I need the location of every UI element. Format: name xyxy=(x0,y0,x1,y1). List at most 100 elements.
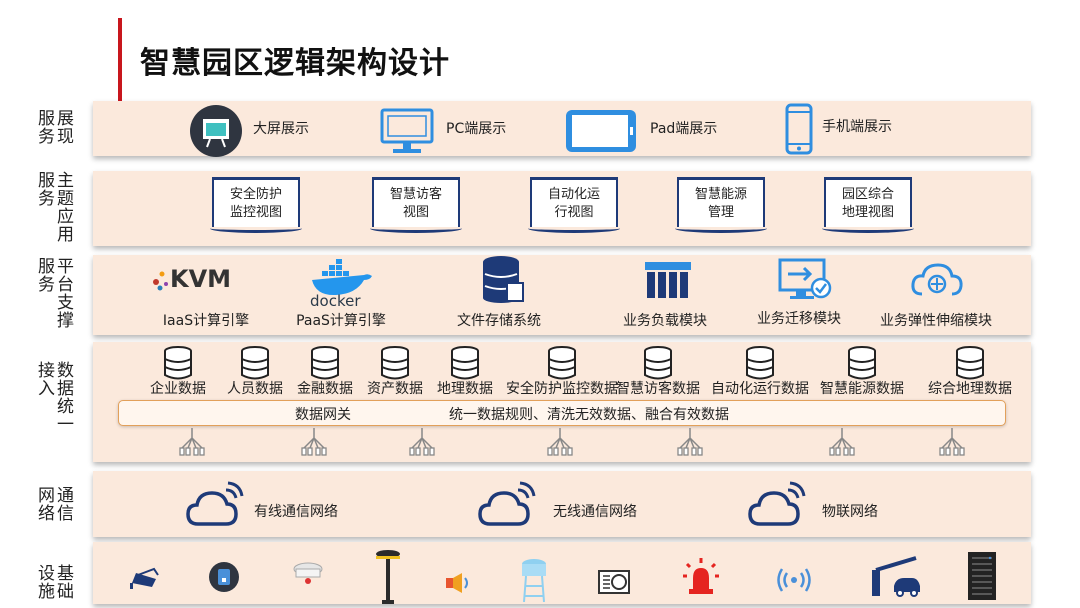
label-col: 服务 xyxy=(38,258,55,330)
label-char: 服 xyxy=(38,109,55,129)
platform-label: 业务弹性伸缩模块 xyxy=(880,313,992,329)
label-char: 用 xyxy=(57,225,74,245)
layer-label-data: 数据统一 接入 xyxy=(38,362,74,434)
data-source-label: 自动化运行数据 xyxy=(711,381,809,397)
database-icon xyxy=(547,346,577,380)
label-char: 平 xyxy=(57,257,74,277)
database-icon xyxy=(450,346,480,380)
access-control-icon xyxy=(208,561,240,593)
theme-line: 园区综合 xyxy=(841,186,894,202)
theme-view-box: 智慧访客视图 xyxy=(370,177,462,233)
camera-icon xyxy=(130,565,160,589)
network-node-icon xyxy=(677,428,703,458)
label-char: 通 xyxy=(57,486,74,506)
label-col: 网络 xyxy=(38,487,55,523)
migration-icon xyxy=(778,258,832,302)
layer-label-theme: 主题应用 服务 xyxy=(38,172,74,244)
label-char: 础 xyxy=(57,582,74,602)
network-node-icon xyxy=(547,428,573,458)
theme-view-box: 安全防护监控视图 xyxy=(210,177,302,233)
cloud-wifi-icon xyxy=(186,478,244,528)
label-char: 台 xyxy=(57,275,74,295)
platform-label: 业务负载模块 xyxy=(623,313,707,329)
big-screen-icon xyxy=(189,104,243,158)
theme-line: 行视图 xyxy=(554,204,594,220)
label-char: 撑 xyxy=(57,311,74,331)
label-char: 务 xyxy=(38,127,55,147)
label-char: 据 xyxy=(57,379,74,399)
label-char: 接 xyxy=(38,361,55,381)
theme-view-box: 自动化运行视图 xyxy=(528,177,620,233)
database-icon xyxy=(745,346,775,380)
label-col: 基础 xyxy=(57,565,74,601)
theme-line: 智慧访客 xyxy=(389,186,442,202)
server-rack-icon xyxy=(966,550,998,602)
label-col: 数据统一 xyxy=(57,362,74,434)
label-char: 现 xyxy=(57,127,74,147)
layer-label-display: 展现 服务 xyxy=(38,110,74,146)
data-source-label: 安全防护监控数据 xyxy=(506,381,618,397)
platform-label: PaaS计算引擎 xyxy=(296,313,386,329)
label-char: 支 xyxy=(57,293,74,313)
label-col: 展现 xyxy=(57,110,74,146)
label-char: 络 xyxy=(38,504,55,524)
label-char: 一 xyxy=(57,415,74,435)
database-icon xyxy=(955,346,985,380)
theme-view-box: 园区综合地理视图 xyxy=(822,177,914,233)
data-source-label: 金融数据 xyxy=(297,381,353,397)
speaker-icon xyxy=(444,572,470,594)
data-source-label: 资产数据 xyxy=(367,381,423,397)
pc-monitor-icon xyxy=(380,108,434,156)
kvm-logo: KVM xyxy=(150,262,236,294)
label-col: 服务 xyxy=(38,172,55,244)
label-char: 服 xyxy=(38,171,55,191)
cloud-wifi-icon xyxy=(748,478,806,528)
label-char: 务 xyxy=(38,189,55,209)
label-char: 设 xyxy=(38,564,55,584)
tablet-icon xyxy=(564,108,638,154)
layer-band-display xyxy=(93,101,1031,156)
cloud-wifi-icon xyxy=(478,478,536,528)
label-char: 题 xyxy=(57,189,74,209)
database-icon xyxy=(240,346,270,380)
kvm-logo-text: KVM xyxy=(170,265,231,293)
label-char: 主 xyxy=(57,171,74,191)
network-node-icon xyxy=(939,428,965,458)
load-balance-icon xyxy=(645,262,691,300)
data-source-label: 地理数据 xyxy=(437,381,493,397)
street-lamp-icon xyxy=(374,548,402,604)
label-char: 信 xyxy=(57,504,74,524)
air-conditioner-icon xyxy=(598,570,630,594)
label-char: 统 xyxy=(57,397,74,417)
data-source-label: 人员数据 xyxy=(227,381,283,397)
display-label: Pad端展示 xyxy=(650,121,718,137)
label-char: 服 xyxy=(38,257,55,277)
platform-label: IaaS计算引擎 xyxy=(162,313,250,329)
barrier-gate-icon xyxy=(866,556,924,598)
network-node-icon xyxy=(301,428,327,458)
network-label: 物联网络 xyxy=(822,504,878,520)
theme-line: 地理视图 xyxy=(841,204,894,220)
label-col: 服务 xyxy=(38,110,55,146)
layer-label-infra: 基础 设施 xyxy=(38,565,74,601)
label-col: 主题应用 xyxy=(57,172,74,244)
data-gateway-bar: 数据网关 统一数据规则、清洗无效数据、融合有效数据 xyxy=(118,400,1006,426)
network-node-icon xyxy=(409,428,435,458)
display-label: PC端展示 xyxy=(446,121,507,137)
label-char: 施 xyxy=(38,582,55,602)
mobile-phone-icon xyxy=(785,103,813,155)
water-tower-icon xyxy=(520,558,548,602)
label-char: 入 xyxy=(38,379,55,399)
label-char: 务 xyxy=(38,275,55,295)
page-title: 智慧园区逻辑架构设计 xyxy=(140,46,450,81)
theme-line: 自动化运 xyxy=(547,186,600,202)
docker-logo: docker xyxy=(308,258,374,308)
label-col: 平台支撑 xyxy=(57,258,74,330)
theme-line: 视图 xyxy=(402,204,429,220)
layer-label-platform: 平台支撑 服务 xyxy=(38,258,74,330)
gateway-label: 数据网关 xyxy=(295,407,351,423)
display-label: 大屏展示 xyxy=(253,121,309,137)
gateway-description: 统一数据规则、清洗无效数据、融合有效数据 xyxy=(449,407,729,423)
theme-view-box: 智慧能源管理 xyxy=(675,177,767,233)
label-char: 网 xyxy=(38,486,55,506)
